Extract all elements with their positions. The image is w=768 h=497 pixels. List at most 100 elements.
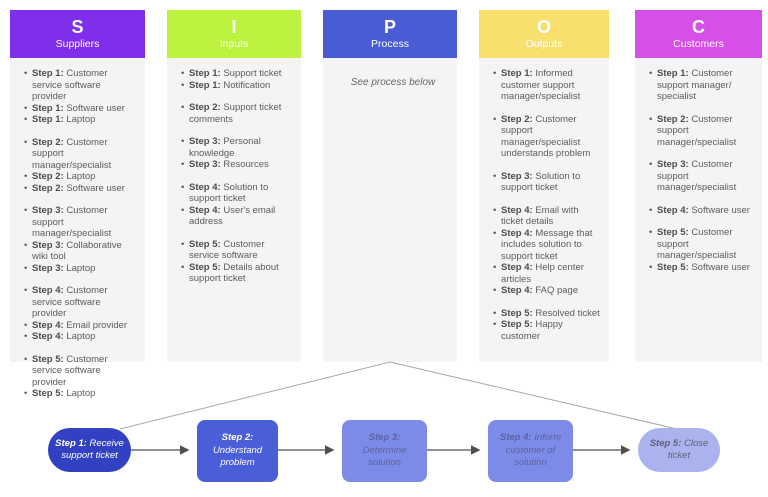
- step-text: User's email address: [189, 204, 276, 228]
- step-label: Step 2:: [501, 113, 533, 125]
- list-item: Step 2: Customer support manager/special…: [24, 137, 137, 172]
- step-label: Step 3:: [32, 262, 64, 274]
- step-text: Customer support manager/specialist: [657, 227, 737, 261]
- list-item: Step 1: Laptop: [24, 114, 137, 126]
- step-label: Step 4:: [501, 204, 533, 216]
- column-suppliers: SSuppliersStep 1: Customer service softw…: [10, 10, 145, 399]
- step-label: Step 4:: [32, 331, 64, 342]
- step-text: Software user: [66, 102, 125, 114]
- column-body-outputs: Step 1: Informed customer support manage…: [479, 58, 609, 362]
- step-label: Step 4:: [189, 204, 221, 216]
- flow-node-step-2: Step 2: Understand problem: [197, 420, 278, 482]
- step-text: Details about support ticket: [189, 261, 279, 285]
- process-note: See process below: [350, 77, 436, 88]
- flow-step-label: Step 1:: [55, 437, 87, 449]
- step-group: Step 5: Customer service softwareStep 5:…: [181, 239, 293, 285]
- column-title: Suppliers: [55, 38, 100, 50]
- step-text: Laptop: [66, 262, 96, 274]
- step-label: Step 1:: [657, 68, 689, 79]
- flow-step-label: Step 5:: [649, 437, 682, 449]
- list-item: Step 2: Support ticket comments: [181, 102, 293, 125]
- column-letter: I: [231, 17, 237, 37]
- step-group: Step 4: Customer service software provid…: [24, 285, 137, 343]
- step-text: Customer service software: [189, 238, 265, 262]
- step-text: Email with ticket details: [501, 204, 579, 228]
- list-item: Step 4: FAQ page: [493, 285, 601, 297]
- step-label: Step 1:: [32, 68, 64, 79]
- step-label: Step 3:: [32, 239, 64, 251]
- list-item: Step 1: Notification: [181, 80, 293, 92]
- list-item: Step 1: Customer support manager/ specia…: [649, 68, 754, 103]
- step-text: Laptop: [66, 388, 96, 399]
- step-text: Customer support manager/ specialist: [657, 68, 733, 102]
- step-label: Step 5:: [189, 261, 221, 273]
- step-label: Step 5:: [189, 238, 221, 250]
- column-title: Outputs: [525, 38, 563, 50]
- list-item: Step 2: Customer support manager/special…: [493, 114, 601, 160]
- column-body-suppliers: Step 1: Customer service software provid…: [10, 58, 145, 399]
- step-text: Software user: [691, 204, 750, 216]
- step-label: Step 1:: [189, 68, 221, 79]
- flow-step-text: Receive support ticket: [61, 437, 124, 462]
- flow-node-step-5: Step 5: Close ticket: [638, 428, 720, 472]
- step-group: Step 1: Informed customer support manage…: [493, 68, 601, 103]
- step-label: Step 2:: [32, 136, 64, 148]
- step-label: Step 2:: [32, 171, 64, 182]
- step-text: Customer service software provider: [32, 285, 108, 319]
- step-label: Step 2:: [189, 102, 221, 113]
- step-group: Step 4: Email with ticket detailsStep 4:…: [493, 205, 601, 297]
- list-item: Step 5: Software user: [649, 262, 754, 274]
- step-group: Step 2: Customer support manager/special…: [24, 137, 137, 195]
- step-text: Collaborative wiki tool: [32, 239, 122, 263]
- step-text: Informed customer support manager/specia…: [501, 68, 581, 102]
- step-text: Customer service software provider: [32, 68, 108, 102]
- column-letter: P: [383, 17, 396, 37]
- step-group: Step 5: Customer service software provid…: [24, 354, 137, 400]
- step-text: Software user: [691, 261, 750, 273]
- list-item: Step 5: Happy customer: [493, 319, 601, 342]
- step-text: Customer support manager/specialist: [32, 205, 112, 239]
- column-outputs: OOutputsStep 1: Informed customer suppor…: [479, 10, 609, 362]
- step-text: Message that includes solution to suppor…: [501, 227, 593, 262]
- column-body-process: See process below: [323, 58, 457, 362]
- step-label: Step 5:: [32, 353, 64, 365]
- flow-step-text: Close ticket: [667, 437, 709, 462]
- list-item: Step 4: Customer service software provid…: [24, 285, 137, 320]
- list-item: Step 4: User's email address: [181, 205, 293, 228]
- list-item: Step 5: Customer service software provid…: [24, 354, 137, 389]
- step-text: FAQ page: [535, 285, 579, 296]
- step-label: Step 2:: [32, 182, 64, 194]
- list-item: Step 4: Email provider: [24, 320, 137, 332]
- column-body-customers: Step 1: Customer support manager/ specia…: [635, 58, 762, 362]
- list-item: Step 5: Customer service software: [181, 239, 293, 262]
- step-group: Step 2: Support ticket comments: [181, 102, 293, 125]
- list-item: Step 4: Help center articles: [493, 262, 601, 285]
- flow-node-step-3: Step 3: Determine solution: [342, 420, 427, 482]
- list-item: Step 5: Customer support manager/special…: [649, 227, 754, 262]
- column-letter: O: [536, 17, 551, 37]
- column-title: Customers: [673, 38, 724, 50]
- step-group: Step 3: Solution to support ticket: [493, 171, 601, 194]
- step-label: Step 4:: [657, 204, 689, 216]
- step-text: Email provider: [66, 319, 128, 331]
- flow-step-text: Determine solution: [362, 444, 407, 469]
- list-item: Step 4: Software user: [649, 205, 754, 217]
- step-label: Step 3:: [189, 136, 221, 147]
- step-text: Happy customer: [501, 319, 563, 342]
- step-text: Solution to support ticket: [189, 181, 269, 205]
- step-group: Step 2: Customer support manager/special…: [649, 114, 754, 149]
- column-title: Process: [371, 38, 409, 50]
- step-text: Resolved ticket: [535, 307, 600, 319]
- step-text: Laptop: [66, 171, 96, 182]
- step-group: Step 3: Personal knowledgeStep 3: Resour…: [181, 136, 293, 171]
- step-label: Step 5:: [657, 261, 689, 273]
- flow-step-label: Step 4:: [499, 432, 532, 444]
- column-letter: C: [692, 17, 705, 37]
- list-item: Step 3: Solution to support ticket: [493, 171, 601, 194]
- flow-node-step-4: Step 4: Inform customer of solution: [488, 420, 573, 482]
- list-item: Step 3: Personal knowledge: [181, 136, 293, 159]
